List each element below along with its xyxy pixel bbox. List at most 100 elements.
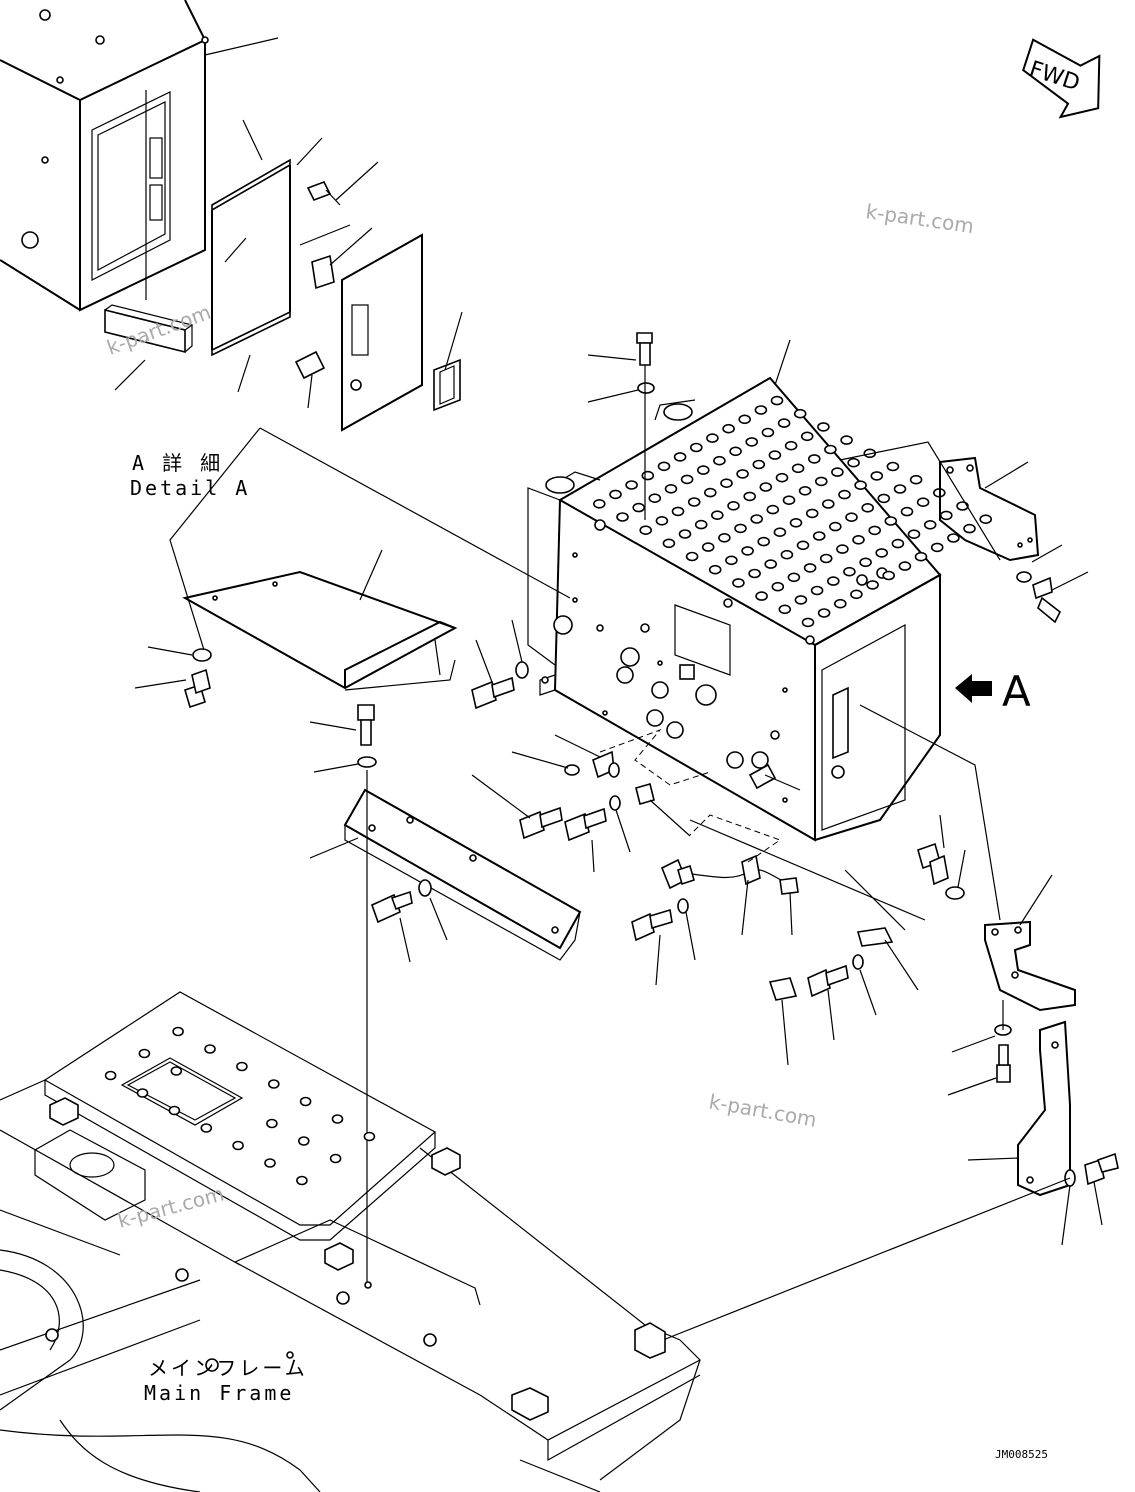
vent-hole <box>850 589 863 600</box>
electrical-box <box>527 376 942 842</box>
vent-hole <box>743 491 757 502</box>
vent-hole <box>791 463 805 474</box>
vent-hole <box>793 408 807 419</box>
vent-hole <box>979 514 993 525</box>
vent-hole <box>754 405 768 415</box>
vent-hole <box>687 497 701 507</box>
vent-hole <box>824 444 837 455</box>
vent-hole <box>828 521 842 532</box>
vent-hole <box>784 440 798 451</box>
frame-hole <box>297 1136 310 1146</box>
vent-hole <box>939 510 953 521</box>
vent-hole <box>836 544 849 554</box>
vent-hole <box>859 557 872 568</box>
frame-hole <box>204 1044 216 1054</box>
detail-a-assembly <box>0 0 463 432</box>
vent-hole <box>831 467 844 477</box>
fwd-arrow-icon: FWD <box>1022 38 1101 119</box>
frame-hole <box>331 1114 344 1124</box>
detail-label-en: Detail A <box>130 476 250 500</box>
vent-hole <box>710 510 724 521</box>
frame-hole <box>172 1026 184 1037</box>
vent-hole <box>722 423 735 434</box>
frame-hole <box>170 1066 183 1076</box>
vent-hole <box>752 459 766 470</box>
vent-hole <box>914 551 928 562</box>
vent-hole <box>757 536 771 547</box>
frame-hole <box>136 1088 149 1098</box>
top-bolt <box>587 332 791 520</box>
vent-hole <box>778 604 792 615</box>
vent-hole <box>789 517 803 528</box>
vent-hole <box>694 519 708 530</box>
drawing-code: JM008525 <box>995 1448 1048 1461</box>
vent-hole <box>812 531 826 541</box>
vent-perforations <box>592 395 993 628</box>
vent-hole <box>662 538 676 549</box>
vent-hole <box>755 591 768 601</box>
vent-hole <box>703 487 717 498</box>
vent-hole <box>696 465 710 475</box>
vent-hole <box>893 484 907 494</box>
vent-hole <box>852 534 865 545</box>
vent-hole <box>708 564 722 575</box>
vent-hole <box>632 502 646 513</box>
frame-hole <box>264 1158 276 1168</box>
frame-hole <box>232 1140 244 1151</box>
vent-hole <box>947 533 960 543</box>
vent-hole <box>759 482 773 492</box>
frame-hole <box>329 1153 342 1164</box>
vent-hole <box>741 546 754 556</box>
vent-hole <box>750 514 764 524</box>
vent-hole <box>725 555 738 566</box>
vent-hole <box>886 461 900 472</box>
vent-hole <box>678 529 692 539</box>
frame-label-jp: メインフレーム <box>148 1356 308 1380</box>
vent-hole <box>800 431 814 442</box>
frame-holes <box>104 1026 376 1186</box>
vent-hole <box>814 476 828 487</box>
vent-hole <box>916 497 930 508</box>
vent-hole <box>592 498 606 509</box>
vent-hole <box>875 548 889 558</box>
vent-hole <box>655 515 669 526</box>
vent-hole <box>843 566 856 577</box>
vent-hole <box>718 532 731 543</box>
frame-hole <box>168 1105 181 1116</box>
right-upper-bracket <box>839 441 1089 624</box>
vent-hole <box>963 523 976 534</box>
vent-hole <box>736 469 749 479</box>
left-long-bracket <box>169 427 582 1285</box>
vent-hole <box>685 551 699 562</box>
vent-hole <box>713 455 726 466</box>
vent-hole <box>609 489 622 500</box>
vent-hole <box>833 598 847 609</box>
vent-hole <box>775 472 789 483</box>
vent-hole <box>884 516 898 526</box>
frame-hole <box>363 1131 376 1142</box>
frame-label-en: Main Frame <box>144 1381 294 1405</box>
vent-hole <box>639 525 653 536</box>
vent-hole <box>801 617 815 628</box>
vent-hole <box>877 493 891 504</box>
vent-hole <box>732 578 745 588</box>
vent-hole <box>909 474 923 485</box>
frame-hole <box>200 1123 213 1133</box>
frame-hole <box>138 1048 151 1059</box>
vent-hole <box>706 433 719 443</box>
vent-hole <box>720 478 733 489</box>
vent-hole <box>680 474 694 485</box>
vent-hole <box>616 512 629 522</box>
frame-hole <box>266 1118 278 1129</box>
vent-hole <box>923 519 937 530</box>
vent-hole <box>738 414 752 425</box>
vent-hole <box>796 540 810 551</box>
vent-hole <box>689 442 703 453</box>
vent-hole <box>854 480 867 491</box>
vent-hole <box>734 523 747 534</box>
frame-hole <box>104 1070 117 1081</box>
view-arrow-icon <box>955 674 992 703</box>
vent-hole <box>821 499 835 509</box>
vent-hole <box>782 495 796 506</box>
vent-hole <box>807 454 821 464</box>
